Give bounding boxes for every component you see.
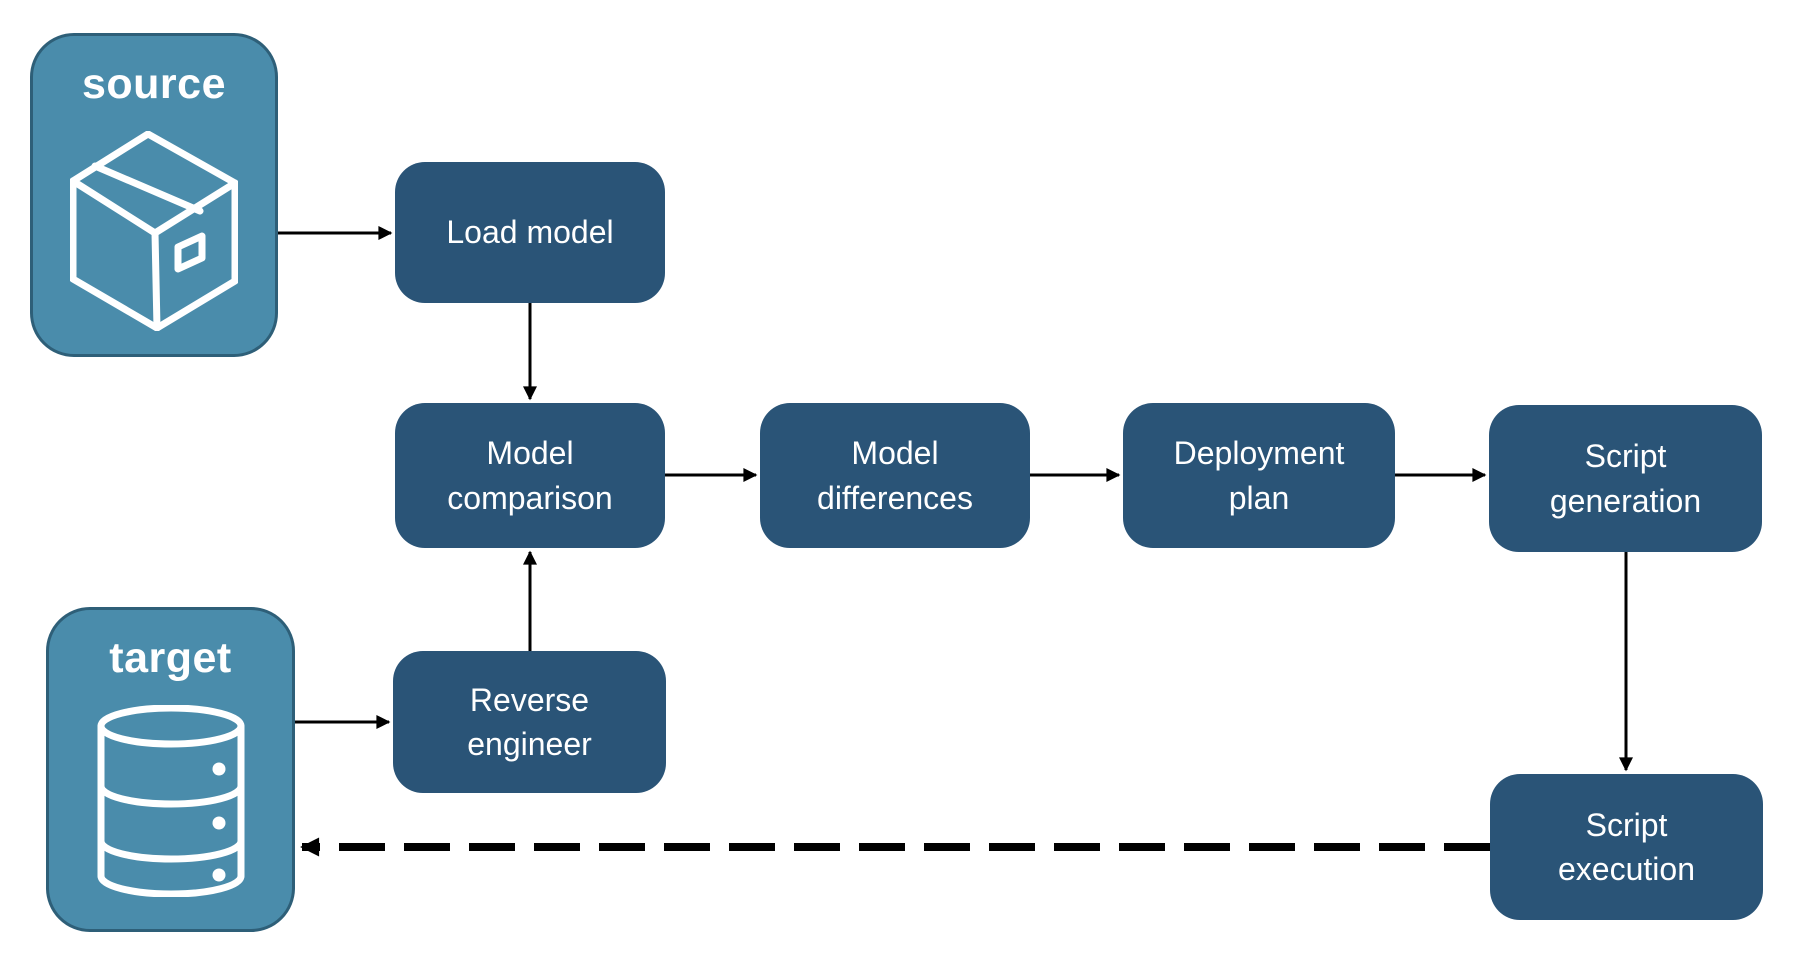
- node-reverse-engineer: Reverse engineer: [393, 651, 666, 793]
- node-source-label: source: [81, 60, 226, 108]
- node-script-generation-label: Script generation: [1549, 438, 1702, 519]
- node-deployment-plan: Deployment plan: [1123, 403, 1395, 548]
- node-reverse-engineer-label: Reverse engineer: [467, 681, 592, 762]
- node-deployment-plan-label: Deployment plan: [1173, 435, 1345, 516]
- node-model-comparison: Model comparison: [395, 403, 665, 548]
- package-icon: [70, 131, 238, 332]
- node-script-generation: Script generation: [1489, 405, 1762, 552]
- node-load-model: Load model: [395, 162, 665, 303]
- node-script-execution-label: Script execution: [1558, 806, 1695, 887]
- node-model-comparison-label: Model comparison: [447, 435, 613, 516]
- node-script-execution: Script execution: [1490, 774, 1763, 920]
- node-model-differences-label: Model differences: [817, 435, 973, 516]
- database-icon: [97, 705, 244, 898]
- node-model-differences: Model differences: [760, 403, 1030, 548]
- node-target-label: target: [109, 634, 232, 682]
- node-target: target: [46, 607, 295, 932]
- node-load-model-label: Load model: [446, 214, 614, 251]
- node-source: source: [30, 33, 278, 357]
